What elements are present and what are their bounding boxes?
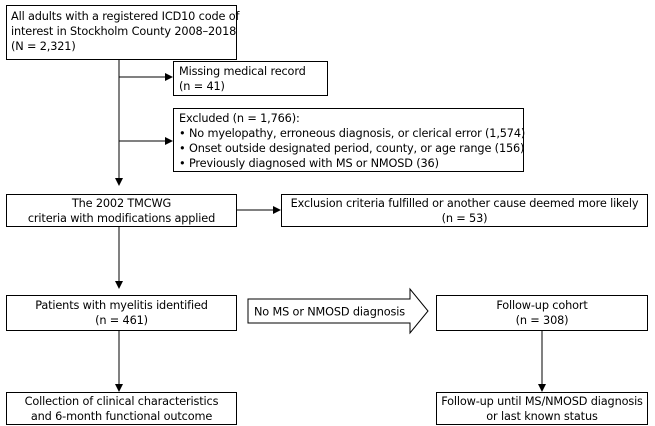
- followup-until-line-2: or last known status: [486, 410, 598, 423]
- missing-line-1: Missing medical record: [179, 65, 306, 78]
- criteria-box: The 2002 TMCWG criteria with modificatio…: [6, 194, 237, 227]
- excluded-item: • Onset outside designated period, count…: [179, 141, 525, 156]
- exclusion-fulfilled-line-1: Exclusion criteria fulfilled or another …: [290, 197, 639, 210]
- followup-cohort-box: Follow-up cohort (n = 308): [436, 295, 648, 331]
- block-arrow: [247, 287, 429, 335]
- excluded-heading: Excluded (n = 1,766):: [179, 112, 300, 125]
- followup-until-line-1: Follow-up until MS/NMOSD diagnosis: [441, 395, 643, 408]
- followup-until-box: Follow-up until MS/NMOSD diagnosis or la…: [436, 392, 648, 425]
- bullet-glyph: •: [179, 157, 186, 170]
- myelitis-line-2: (n = 461): [95, 314, 148, 327]
- source-population-box: All adults with a registered ICD10 code …: [6, 5, 240, 60]
- criteria-line-2: criteria with modifications applied: [27, 212, 216, 225]
- myelitis-line-1: Patients with myelitis identified: [35, 299, 208, 312]
- exclusion-fulfilled-line-2: (n = 53): [441, 212, 488, 225]
- followup-cohort-line-2: (n = 308): [515, 314, 569, 327]
- block-arrow-label: No MS or NMOSD diagnosis: [254, 306, 405, 319]
- collection-line-1: Collection of clinical characteristics: [24, 395, 219, 408]
- bullet-glyph: •: [179, 127, 186, 140]
- source-line-2: interest in Stockholm County 2008–2018: [11, 25, 237, 38]
- excluded-box: Excluded (n = 1,766): • No myelopathy, e…: [173, 108, 526, 172]
- followup-cohort-line-1: Follow-up cohort: [496, 299, 588, 312]
- excluded-item: • Previously diagnosed with MS or NMOSD …: [179, 156, 523, 171]
- excluded-item-text: Previously diagnosed with MS or NMOSD (3…: [188, 157, 439, 170]
- excluded-item: • No myelopathy, erroneous diagnosis, or…: [179, 126, 526, 141]
- criteria-line-1: The 2002 TMCWG: [71, 197, 172, 210]
- exclusion-fulfilled-box: Exclusion criteria fulfilled or another …: [281, 194, 648, 227]
- source-line-3: (N = 2,321): [11, 40, 76, 53]
- collection-box: Collection of clinical characteristics a…: [6, 392, 237, 425]
- collection-line-2: and 6-month functional outcome: [30, 410, 213, 423]
- missing-record-box: Missing medical record (n = 41): [173, 61, 328, 96]
- missing-line-2: (n = 41): [179, 80, 225, 93]
- myelitis-box: Patients with myelitis identified (n = 4…: [6, 295, 237, 331]
- bullet-glyph: •: [179, 142, 186, 155]
- excluded-item-text: No myelopathy, erroneous diagnosis, or c…: [188, 127, 526, 140]
- excluded-item-text: Onset outside designated period, county,…: [188, 142, 525, 155]
- source-line-1: All adults with a registered ICD10 code …: [11, 10, 240, 23]
